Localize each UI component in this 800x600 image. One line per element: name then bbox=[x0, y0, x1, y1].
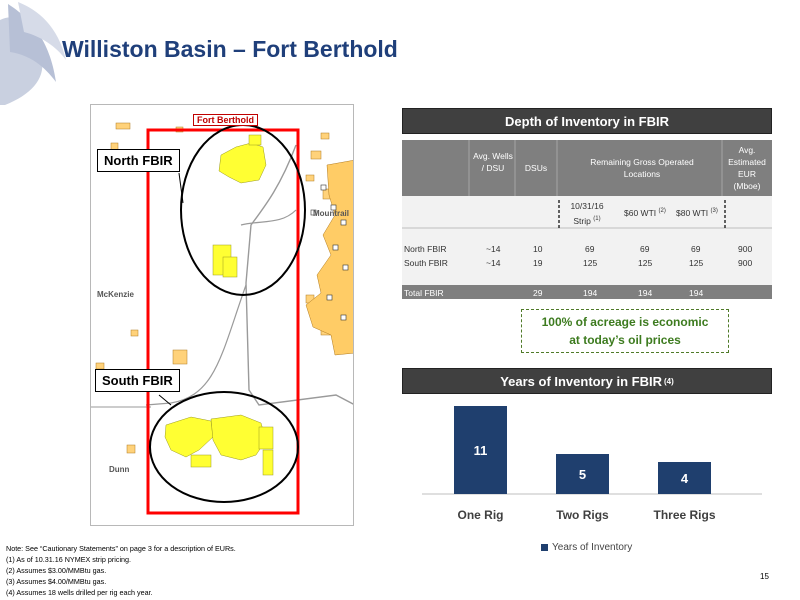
mountrail-label: Mountrail bbox=[313, 209, 349, 218]
col-wells-header: Avg. Wells / DSU bbox=[473, 151, 513, 173]
legend-label: Years of Inventory bbox=[552, 542, 633, 553]
row-south-dsus: 19 bbox=[533, 258, 543, 268]
data-label-0: 11 bbox=[474, 443, 488, 458]
row-north-dsus: 10 bbox=[533, 244, 543, 254]
south-fbir-circle bbox=[149, 391, 299, 503]
row-south-80: 125 bbox=[689, 258, 704, 268]
economic-callout: 100% of acreage is economic at today’s o… bbox=[521, 309, 729, 353]
row-total-80: 194 bbox=[689, 288, 704, 298]
legend-swatch bbox=[541, 544, 548, 551]
economic-callout-line1: 100% of acreage is economic bbox=[541, 315, 709, 329]
col-dsus-header: DSUs bbox=[524, 163, 548, 173]
dunn-label: Dunn bbox=[109, 465, 130, 474]
row-north-name: North FBIR bbox=[404, 244, 447, 254]
footnote-3: (3) Assumes $4.00/MMBtu gas. bbox=[6, 577, 107, 586]
footnote-4: (4) Assumes 18 wells drilled per rig eac… bbox=[6, 588, 153, 597]
bar-one-rig bbox=[454, 406, 507, 494]
depth-inventory-header: Depth of Inventory in FBIR bbox=[402, 108, 772, 134]
footnote-2: (2) Assumes $3.00/MMBtu gas. bbox=[6, 566, 107, 575]
row-north-wells: ~14 bbox=[486, 244, 501, 254]
page-title: Williston Basin – Fort Berthold bbox=[62, 36, 398, 62]
years-inventory-header: Years of Inventory in FBIR(4) bbox=[402, 368, 772, 394]
row-total-dsus: 29 bbox=[533, 288, 543, 298]
south-fbir-label: South FBIR bbox=[95, 369, 180, 392]
row-total-60: 194 bbox=[638, 288, 653, 298]
row-south-wells: ~14 bbox=[486, 258, 501, 268]
north-acreage bbox=[212, 134, 267, 278]
category-label-0: One Rig bbox=[457, 508, 503, 522]
row-total-strip: 194 bbox=[583, 288, 598, 298]
col-remaining-header: Remaining Gross Operated Locations bbox=[590, 157, 694, 179]
row-south-name: South FBIR bbox=[404, 258, 448, 268]
category-label-1: Two Rigs bbox=[556, 508, 609, 522]
bar-three-rigs bbox=[658, 462, 711, 494]
row-north-60: 69 bbox=[640, 244, 650, 254]
mckenzie-label: McKenzie bbox=[97, 290, 134, 299]
depth-inventory-table: Avg. Wells / DSU DSUs Remaining Gross Op… bbox=[402, 140, 772, 299]
row-south-60: 125 bbox=[638, 258, 653, 268]
footnote-1: (1) As of 10.31.16 NYMEX strip pricing. bbox=[6, 555, 132, 564]
row-south-strip: 125 bbox=[583, 258, 598, 268]
row-north-eur: 900 bbox=[738, 244, 753, 254]
row-south-eur: 900 bbox=[738, 258, 753, 268]
map-graphic bbox=[91, 122, 353, 515]
row-north-strip: 69 bbox=[585, 244, 595, 254]
chart-legend: Years of Inventory bbox=[541, 542, 632, 553]
col-eur-header: Avg. Estimated EUR (Mboe) bbox=[728, 145, 766, 191]
mountrail-acreage bbox=[305, 160, 353, 356]
company-logo bbox=[0, 2, 66, 105]
footnotes: Note: See “Cautionary Statements” on pag… bbox=[6, 543, 236, 598]
fbir-map: Fort Berthold North FBIR South FBIR Moun… bbox=[90, 104, 354, 526]
economic-callout-line2: at today’s oil prices bbox=[569, 333, 681, 347]
footnote-0: Note: See “Cautionary Statements” on pag… bbox=[6, 544, 236, 553]
data-label-2: 4 bbox=[681, 471, 689, 486]
category-label-2: Three Rigs bbox=[653, 508, 715, 522]
row-north-80: 69 bbox=[691, 244, 701, 254]
row-total-name: Total FBIR bbox=[404, 288, 444, 298]
page-number: 15 bbox=[760, 572, 769, 581]
fort-berthold-label: Fort Berthold bbox=[193, 114, 258, 126]
sub-60-header: $60 WTI (2) bbox=[624, 208, 666, 218]
sub-80-header: $80 WTI (3) bbox=[676, 208, 718, 218]
south-acreage bbox=[164, 414, 274, 476]
sub-strip-header: 10/31/16 Strip (1) bbox=[570, 201, 604, 226]
data-label-1: 5 bbox=[579, 467, 586, 482]
north-fbir-label: North FBIR bbox=[97, 149, 180, 172]
bar-two-rigs bbox=[556, 454, 609, 494]
